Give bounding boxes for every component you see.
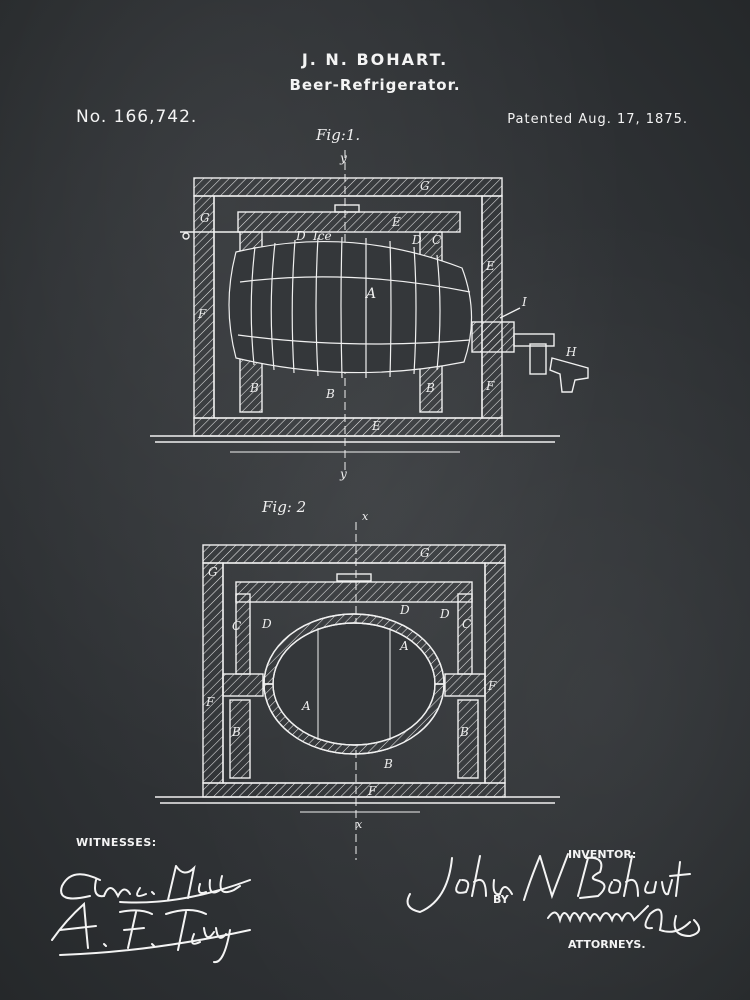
fig1-label-E-bottom: E xyxy=(371,419,381,433)
fig1-label-F-left: F xyxy=(197,307,207,321)
fig1-ice-tray xyxy=(237,211,461,233)
fig2-label-G-left: G xyxy=(208,565,218,579)
fig1-bottom-wall xyxy=(193,417,503,437)
fig2-bottom-wall xyxy=(202,782,506,798)
fig2-ice-tray xyxy=(235,581,473,603)
fig1-label-ice: Ice xyxy=(312,229,332,243)
figure-2-section-mark-bottom: x xyxy=(356,818,363,831)
fig1-label-B-left: B xyxy=(249,381,259,395)
figure-2: Fig: 2 x x G G F F xyxy=(155,498,560,860)
fig2-label-F-left: F xyxy=(205,695,215,709)
attorney-signature xyxy=(547,905,701,938)
fig1-top-wall xyxy=(193,177,503,197)
figure-2-label: Fig: 2 xyxy=(261,498,306,516)
fig1-label-A: A xyxy=(364,286,376,302)
fig1-label-G-left: G xyxy=(200,211,210,225)
figure-1-section-mark-top: y xyxy=(339,151,347,165)
fig2-barrel-hatch-bottom xyxy=(263,683,445,755)
fig2-left-ice-wall xyxy=(235,593,251,675)
fig1-label-G-top: G xyxy=(420,179,430,193)
fig2-label-A-top: A xyxy=(399,639,409,653)
fig2-label-C-right: C xyxy=(462,617,471,631)
fig2-left-wall xyxy=(202,562,224,784)
fig1-label-E-right: E xyxy=(485,259,495,273)
figure-1: Fig:1. y y xyxy=(150,126,589,481)
fig1-label-B-right: B xyxy=(425,381,435,395)
figure-2-section-mark-top: x xyxy=(362,510,369,523)
fig2-label-F-right: F xyxy=(487,679,497,693)
inventor-label: INVENTOR: xyxy=(568,848,637,861)
witness-signatures xyxy=(51,864,251,964)
patent-number: No. 166,742. xyxy=(76,107,198,127)
fig1-label-I: I xyxy=(521,295,527,309)
patent-date: Patented Aug. 17, 1875. xyxy=(507,112,688,127)
fig1-label-F-right: F xyxy=(485,379,495,393)
fig2-label-C-left: C xyxy=(232,619,241,633)
fig1-label-E-top: E xyxy=(391,215,401,229)
figure-1-section-mark-bottom: y xyxy=(339,467,347,481)
fig2-label-B-right: B xyxy=(459,725,469,739)
fig2-left-support xyxy=(229,699,251,779)
fig2-right-support xyxy=(457,699,479,779)
fig2-label-D-top: D xyxy=(399,603,410,617)
fig2-label-B-bottom: B xyxy=(383,757,393,771)
fig2-label-A-center: A xyxy=(301,699,311,713)
fig2-lid-handle xyxy=(336,573,372,582)
by-label: BY xyxy=(493,893,509,906)
fig1-label-B-center: B xyxy=(325,387,335,401)
fig1-lid-handle xyxy=(334,204,360,213)
witnesses-label: WITNESSES: xyxy=(76,836,157,849)
inventor-signature xyxy=(406,853,691,914)
patent-title: Beer-Refrigerator. xyxy=(289,76,461,94)
fig1-label-C: C xyxy=(432,233,441,247)
figure-1-label: Fig:1. xyxy=(315,126,360,144)
fig1-label-H: H xyxy=(565,345,577,359)
fig2-right-shelf xyxy=(444,673,486,697)
attorneys-label: ATTORNEYS. xyxy=(568,938,646,951)
fig1-barrel xyxy=(228,236,473,379)
fig1-label-D-right: D xyxy=(411,233,422,247)
fig1-pipe-valve xyxy=(182,232,190,240)
fig1-inner-chamber xyxy=(213,195,483,419)
fig1-label-D-left: D xyxy=(295,229,306,243)
fig1-faucet xyxy=(471,307,589,393)
fig2-label-F-bottom: F xyxy=(367,784,377,798)
fig2-label-B-left: B xyxy=(231,725,241,739)
fig2-label-G-top: G xyxy=(420,546,430,560)
fig2-right-ice-wall xyxy=(457,593,473,675)
fig2-right-wall xyxy=(484,562,506,784)
fig2-inner-chamber xyxy=(222,562,486,784)
fig2-label-D-right: D xyxy=(439,607,450,621)
fig2-left-shelf xyxy=(222,673,264,697)
inventor-name-heading: J. N. BOHART. xyxy=(301,50,449,69)
fig2-label-D-left: D xyxy=(261,617,272,631)
fig2-top-wall xyxy=(202,544,506,564)
